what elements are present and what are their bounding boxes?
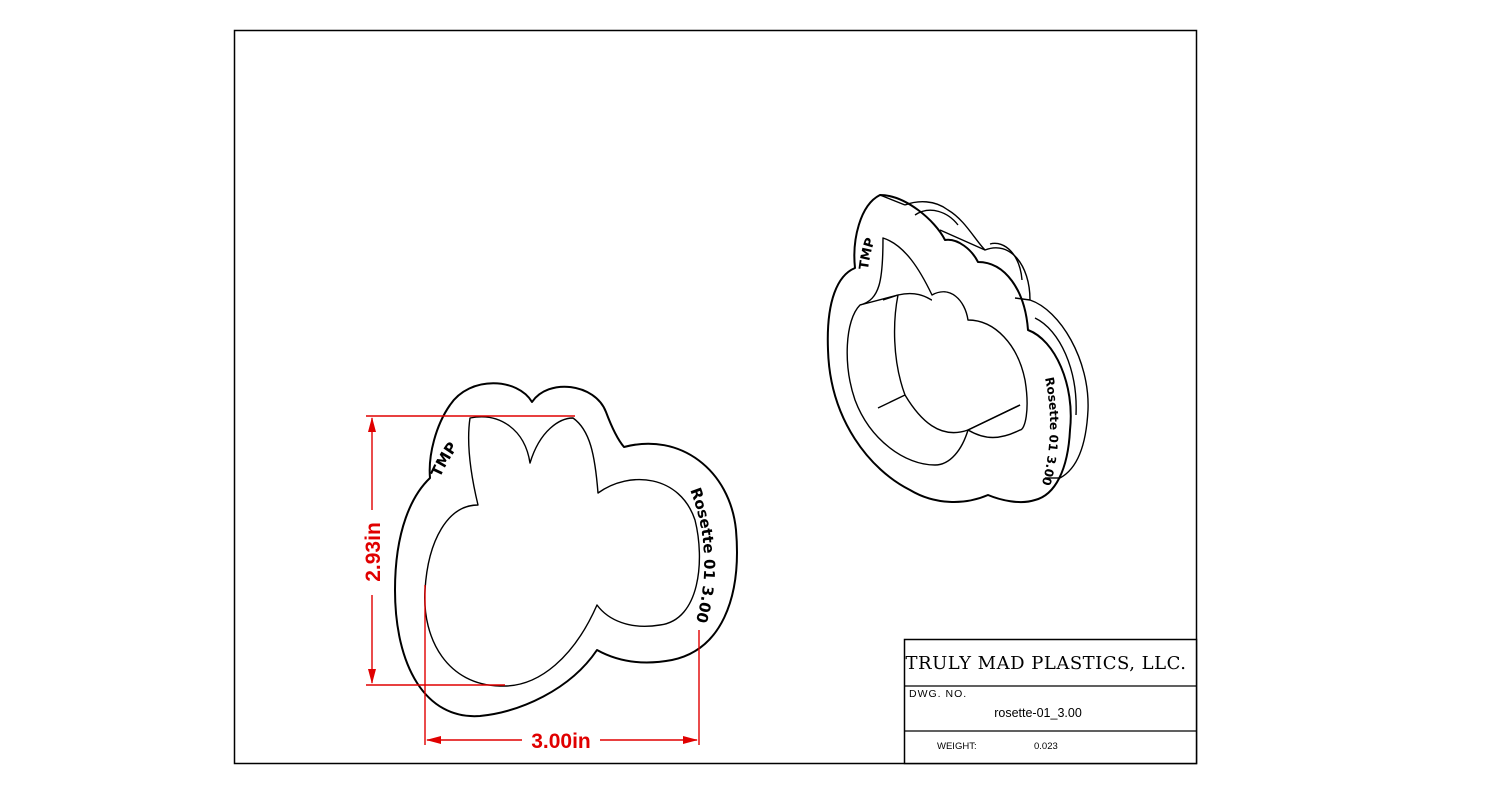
iso-inner-wall-right	[897, 292, 1021, 434]
width-dimension-label: 3.00in	[531, 730, 591, 753]
width-arrow-right	[683, 736, 698, 744]
iso-back-contour-2	[914, 209, 1077, 416]
drawing-border	[233, 29, 1198, 765]
weight-value: 0.023	[1034, 741, 1058, 752]
height-arrow-top	[368, 417, 376, 432]
title-block: TRULY MAD PLASTICS, LLC. DWG. NO. rosett…	[903, 638, 1198, 765]
iso-outer-contour	[826, 194, 1072, 504]
dwg-no-value: rosette-01_3.00	[994, 706, 1082, 720]
weight-label: WEIGHT:	[937, 741, 977, 752]
iso-inner-contour	[846, 237, 1028, 466]
front-view: TMP Rosette 01 3.00	[394, 382, 738, 718]
front-outer-contour	[394, 382, 738, 718]
dwg-no-label: DWG. NO.	[909, 688, 967, 700]
iso-depth-line-1	[879, 194, 906, 206]
width-arrow-left	[426, 736, 441, 744]
title-block-frame	[903, 638, 1198, 765]
height-dimension-label: 2.93in	[362, 522, 385, 582]
iso-inner-edge-1	[882, 294, 899, 301]
iso-depth-line-2	[939, 229, 986, 251]
front-emboss-rosette: Rosette 01 3.00	[686, 485, 718, 625]
isometric-view: TMP Rosette 01 3.00	[826, 194, 1089, 504]
iso-inner-edge-2	[967, 404, 1021, 431]
dimensions: 2.93in 3.00in	[362, 415, 700, 753]
iso-emboss-rosette: Rosette 01 3.00	[1039, 376, 1061, 487]
front-inner-contour	[424, 416, 701, 687]
iso-back-contour	[904, 201, 1089, 479]
iso-inner-wall-left	[859, 294, 906, 409]
height-arrow-bottom	[368, 669, 376, 684]
company-name: TRULY MAD PLASTICS, LLC.	[906, 653, 1187, 674]
iso-emboss-tmp: TMP	[857, 236, 879, 270]
